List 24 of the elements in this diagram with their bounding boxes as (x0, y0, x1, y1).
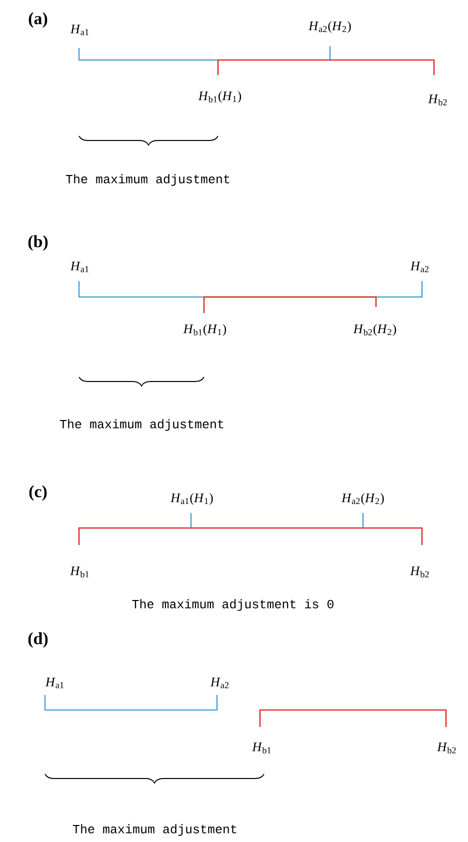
caption-text: The maximum adjustment (72, 824, 236, 836)
caption-text: The maximum adjustment (66, 174, 230, 186)
panel-label: (c) (29, 485, 47, 501)
point-label: H$_{b1}$(H$_{1}$) (198, 91, 242, 103)
caption-text: The maximum adjustment is 0 (132, 599, 334, 611)
panel-label: (b) (28, 235, 48, 251)
point-label: H$_{b1}$ (70, 566, 89, 578)
point-label: H$_{a1}$ (70, 24, 88, 36)
point-label: H$_{a1}$(H$_{1}$) (170, 493, 213, 505)
panel-label: (d) (28, 632, 48, 648)
point-label: H$_{a2}$(H$_{2}$) (342, 493, 384, 505)
point-label: H$_{b2}$ (428, 94, 447, 106)
point-label: H$_{a1}$ (45, 678, 64, 688)
point-label: H$_{a2}$ (410, 262, 429, 272)
point-label: H$_{b1}$(H$_{1}$) (183, 324, 226, 336)
panel-label: (a) (28, 12, 48, 28)
caption-text: The maximum adjustment (60, 419, 224, 431)
point-label: H$_{a2}$ (210, 678, 229, 688)
point-label: H$_{b2}$ (437, 742, 456, 754)
point-label: H$_{a1}$ (70, 262, 88, 272)
point-label: H$_{b2}$(H$_{2}$) (353, 324, 396, 336)
point-label: H$_{a2}$(H$_{2}$) (308, 21, 351, 33)
point-label: H$_{b2}$ (410, 566, 429, 578)
point-label: H$_{b1}$ (252, 742, 271, 754)
